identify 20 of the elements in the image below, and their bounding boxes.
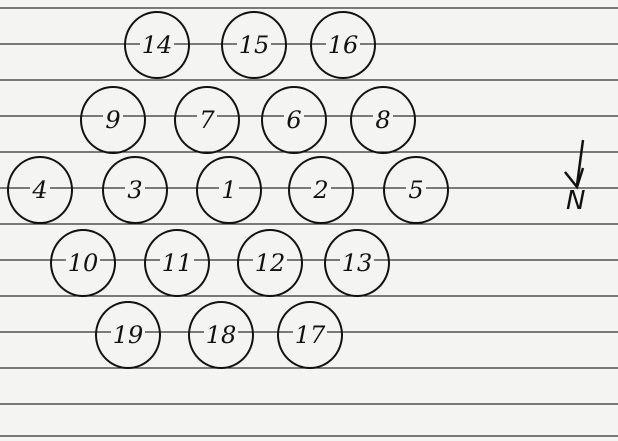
- numbered-circle: [124, 11, 190, 79]
- numbered-circle: [221, 11, 287, 79]
- numbered-circle: [277, 301, 343, 369]
- numbered-circle: [7, 156, 73, 224]
- numbered-circle: [174, 86, 240, 154]
- numbered-circle: [144, 229, 210, 297]
- numbered-circle: [50, 229, 116, 297]
- north-label: N: [566, 186, 586, 216]
- numbered-circle: [261, 86, 327, 154]
- numbered-circle: [288, 156, 354, 224]
- numbered-circle: [80, 86, 146, 154]
- numbered-circle: [324, 229, 390, 297]
- numbered-circle: [196, 156, 262, 224]
- numbered-circle: [188, 301, 254, 369]
- numbered-circle: [350, 86, 416, 154]
- numbered-circle: [383, 156, 449, 224]
- numbered-circle: [102, 156, 168, 224]
- numbered-circle: [310, 11, 376, 79]
- numbered-circle: [95, 301, 161, 369]
- numbered-circle: [237, 229, 303, 297]
